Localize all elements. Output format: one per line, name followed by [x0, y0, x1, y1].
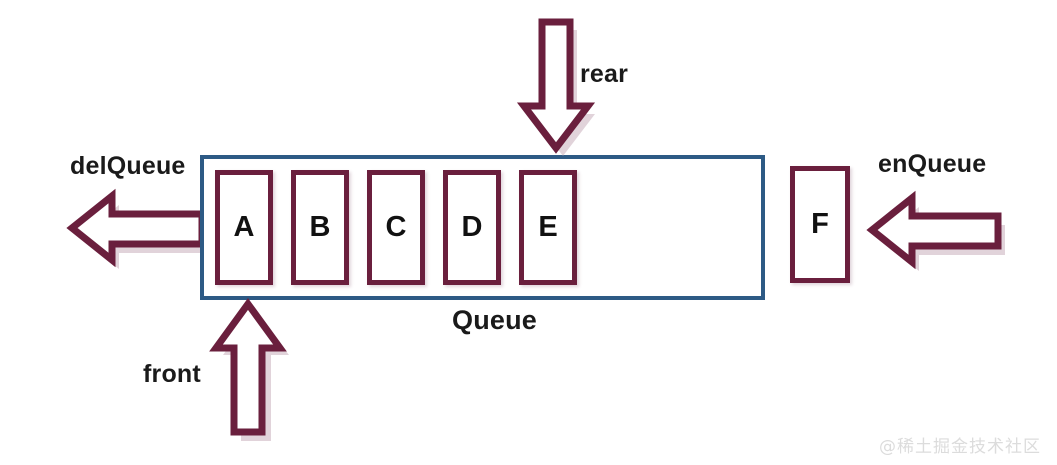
- en-queue-arrow-icon: [866, 190, 1006, 271]
- queue-caption: Queue: [452, 305, 538, 335]
- queue-element-value: D: [461, 211, 483, 243]
- watermark: @稀土掘金技术社区: [879, 437, 1041, 457]
- en-queue-label: enQueue: [878, 150, 987, 178]
- queue-element-2[interactable]: C: [367, 170, 425, 285]
- queue-element-0[interactable]: A: [215, 170, 273, 285]
- queue-element-value: A: [233, 211, 255, 243]
- del-queue-label: delQueue: [70, 152, 186, 180]
- queue-element-value: C: [385, 211, 407, 243]
- rear-label: rear: [580, 60, 629, 88]
- incoming-element-value: F: [811, 208, 829, 240]
- queue-element-4[interactable]: E: [519, 170, 577, 285]
- incoming-element[interactable]: F: [790, 166, 850, 283]
- queue-element-3[interactable]: D: [443, 170, 501, 285]
- rear-arrow-icon: [516, 14, 596, 156]
- front-label: front: [143, 360, 201, 388]
- queue-element-value: B: [309, 211, 331, 243]
- del-queue-arrow-icon: [66, 188, 209, 269]
- queue-element-value: E: [538, 211, 558, 243]
- front-arrow-icon: [208, 298, 290, 441]
- queue-element-1[interactable]: B: [291, 170, 349, 285]
